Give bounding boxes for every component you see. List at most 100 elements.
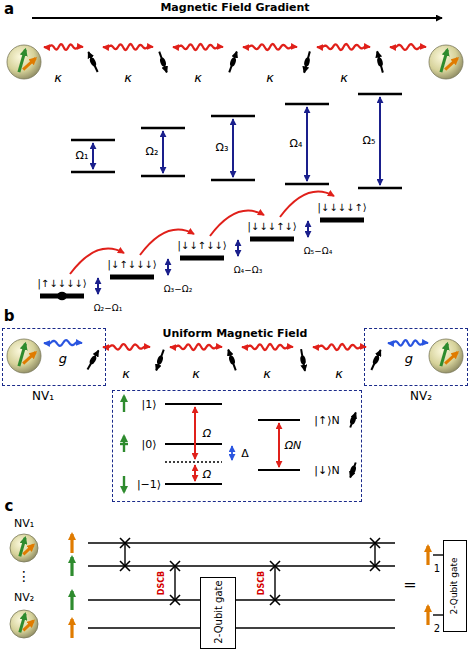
spin-body: [349, 415, 357, 425]
coupling-wave: [242, 344, 293, 350]
nv-label: NV₂: [14, 592, 34, 604]
spin-shaft: [228, 350, 236, 371]
spin-body: [303, 57, 310, 67]
panel-letter: a: [4, 1, 14, 18]
spin-body: [156, 355, 164, 365]
coupling-wave: [390, 44, 426, 50]
swap-cross: [370, 538, 380, 548]
equals-sign: =: [403, 576, 416, 594]
swap-cross: [270, 595, 280, 605]
nuclear-ket: |↑⟩N: [314, 415, 339, 427]
swap-cross: [170, 595, 180, 605]
coupling-label: κ: [194, 71, 202, 85]
detuning-arrow: [167, 259, 169, 275]
spin-body: [376, 57, 383, 67]
frequency-label: Ω₂: [146, 146, 159, 158]
nuclear-spin-arrow: [23, 58, 35, 69]
spin-arrow: [369, 349, 383, 371]
frequency-label: Ω₄: [290, 138, 303, 150]
rabi-label: Ω: [203, 428, 211, 440]
spin-shaft: [304, 51, 310, 72]
energy-level: [211, 115, 255, 117]
spin-body: [372, 355, 381, 366]
spin-shaft: [159, 52, 167, 73]
qubit-index: 2: [434, 623, 440, 634]
field-title: Uniform Magnetic Field: [163, 328, 308, 340]
coupling-wave: [170, 344, 222, 350]
spin-arrow: [302, 51, 313, 74]
electron-spin-arrow: [120, 443, 128, 445]
state-ket: |↓↓↑↓↓⟩: [177, 240, 226, 251]
coupling-label: g: [405, 352, 413, 366]
spin-arrow: [348, 462, 358, 479]
nv-label: NV₂: [410, 390, 432, 403]
swap-link: [374, 543, 375, 566]
spin-shaft: [156, 350, 164, 371]
rabi-label: ΩN: [285, 440, 302, 452]
detuning-arrow: [237, 240, 239, 256]
frequency-label: Ω₁: [76, 150, 89, 162]
energy-bar: [250, 237, 294, 242]
ellipsis: ⋮: [17, 569, 31, 584]
state-ket: |↑↓↓↓↓⟩: [37, 278, 86, 289]
swap-cross: [120, 561, 130, 571]
energy-level: [165, 443, 222, 445]
circuit-wire: [433, 614, 443, 615]
circuit-wire: [88, 627, 395, 628]
drive-arrow: [278, 423, 280, 467]
transition-arrow: [306, 107, 308, 181]
nuclear-spin-arrow: [445, 58, 457, 69]
energy-level: [258, 419, 300, 421]
nv-center-sphere: [10, 534, 38, 562]
detuned-level: [165, 461, 222, 462]
coupling-label: κ: [340, 71, 348, 85]
coupling-wave: [173, 44, 223, 50]
gate-box: 2-Qubit gate: [200, 577, 236, 648]
gate-text: 2-Qubit gate: [450, 557, 460, 614]
swap-cross: [120, 538, 130, 548]
energy-level: [258, 469, 300, 471]
transition-arrow: [162, 131, 164, 173]
qubit-arrow: [70, 534, 73, 553]
qubit-index: 1: [434, 563, 440, 574]
nuclear-spin-arrow: [23, 352, 35, 363]
electron-spin-arrow: [123, 476, 125, 492]
detuning-arrow: [97, 278, 99, 294]
energy-level: [285, 183, 329, 185]
nuclear-spin-arrow: [445, 352, 457, 363]
coupling-wave: [103, 344, 150, 350]
spin-body: [89, 57, 98, 68]
swap-link: [124, 543, 125, 566]
nv-label: NV₁: [32, 390, 54, 403]
drive-arrow: [194, 407, 196, 459]
detuning-label: Ω₂−Ω₁: [94, 304, 123, 314]
nv-box: NV₂g: [364, 328, 468, 386]
gate-text: 2-Qubit gate: [212, 581, 223, 644]
coupling-label: κ: [192, 367, 200, 381]
frequency-label: Ω₃: [216, 142, 229, 154]
state-ket: |↓↓↓↓↑⟩: [317, 202, 366, 213]
level-scheme-box: |1⟩|0⟩|−1⟩ΩΩΔ|↑⟩N|↓⟩NΩN: [112, 390, 362, 502]
circuit-wire: [88, 565, 395, 566]
spin-body: [229, 57, 237, 67]
energy-level: [358, 93, 402, 95]
nv-coupling-wave: [44, 340, 82, 346]
circuit-wire: [433, 554, 443, 555]
coupling-wave: [44, 44, 83, 50]
spin-body: [88, 355, 97, 366]
detuning-label: Ω₃−Ω₂: [164, 285, 193, 295]
energy-level: [141, 127, 185, 129]
circuit-wire: [88, 542, 395, 543]
coupling-label: κ: [54, 71, 62, 85]
qubit-arrow: [426, 546, 429, 565]
swap-cross: [120, 538, 130, 548]
spin-arrow: [86, 51, 100, 73]
spin-body: [300, 355, 307, 365]
energy-level: [211, 179, 255, 181]
energy-level: [71, 139, 115, 141]
dscb-label: DSCB: [258, 571, 267, 595]
swap-cross: [170, 561, 180, 571]
spin-arrow: [299, 349, 308, 372]
coupling-wave: [313, 344, 366, 350]
state-ket: |−1⟩: [137, 479, 161, 491]
